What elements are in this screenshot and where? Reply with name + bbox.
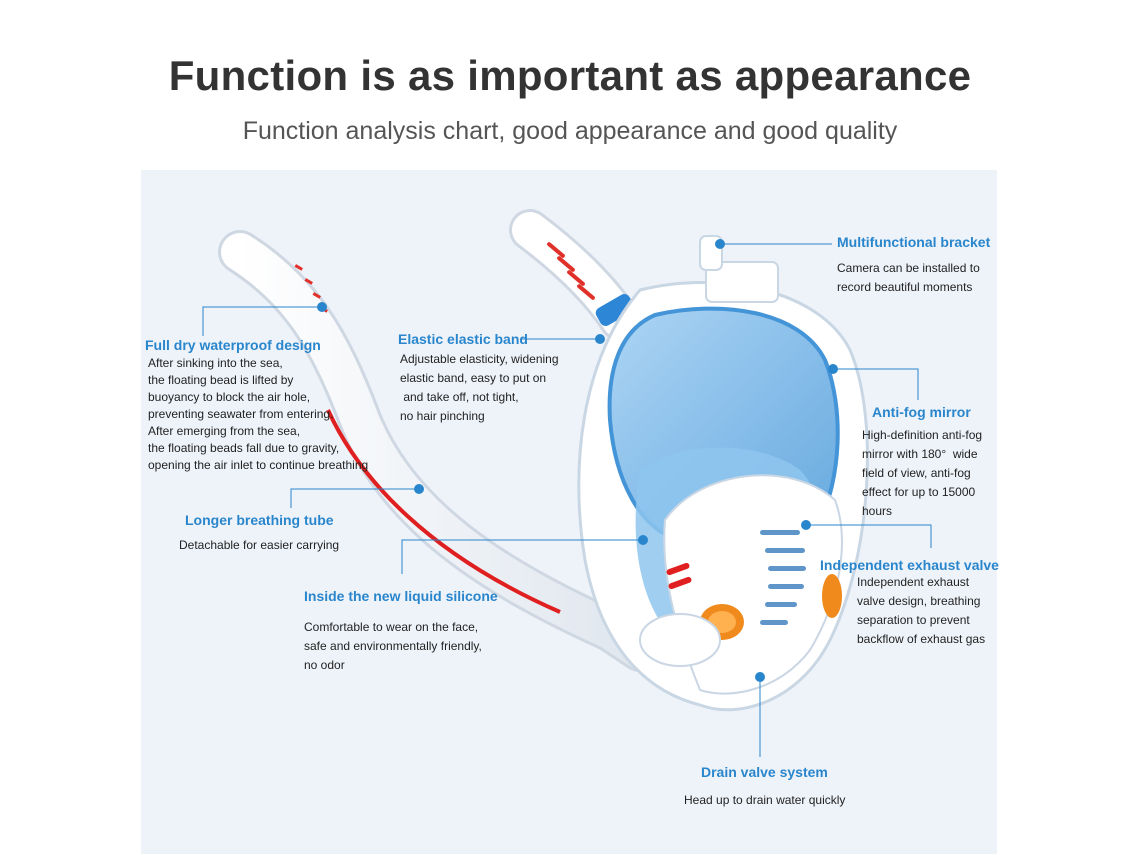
feature-bracket-title: Multifunctional bracket: [837, 234, 991, 250]
feature-antifog-desc: High-definition anti-fog mirror with 180…: [862, 428, 983, 518]
feature-antifog-title: Anti-fog mirror: [872, 404, 971, 420]
callout-dots: [317, 239, 838, 682]
left-snorkel-tube: [218, 230, 662, 672]
callout-lines: [202, 243, 932, 757]
feature-band-desc: Adjustable elasticity, widening elastic …: [400, 352, 559, 423]
feature-tube-desc: Detachable for easier carrying: [179, 538, 340, 552]
feature-bracket-desc: Camera can be installed to record beauti…: [837, 261, 980, 294]
feature-silicone-desc: Comfortable to wear on the face, safe an…: [304, 620, 482, 672]
feature-band-title: Elastic elastic band: [398, 331, 528, 347]
feature-tube-title: Longer breathing tube: [185, 512, 334, 528]
right-snorkel-tube: [509, 209, 641, 341]
page-title: Function is as important as appearance: [168, 52, 972, 99]
feature-silicone-title: Inside the new liquid silicone: [304, 588, 498, 604]
page-subtitle: Function analysis chart, good appearance…: [242, 117, 898, 145]
feature-drain-title: Drain valve system: [701, 764, 828, 780]
feature-drain-desc: Head up to drain water quickly: [684, 793, 846, 807]
feature-exhaust-desc: Independent exhaust valve design, breath…: [857, 575, 986, 646]
feature-dry-title: Full dry waterproof design: [145, 337, 321, 353]
mask-body: [577, 235, 869, 712]
feature-exhaust-title: Independent exhaust valve: [820, 557, 999, 573]
feature-dry-desc: After sinking into the sea, the floating…: [148, 356, 369, 472]
